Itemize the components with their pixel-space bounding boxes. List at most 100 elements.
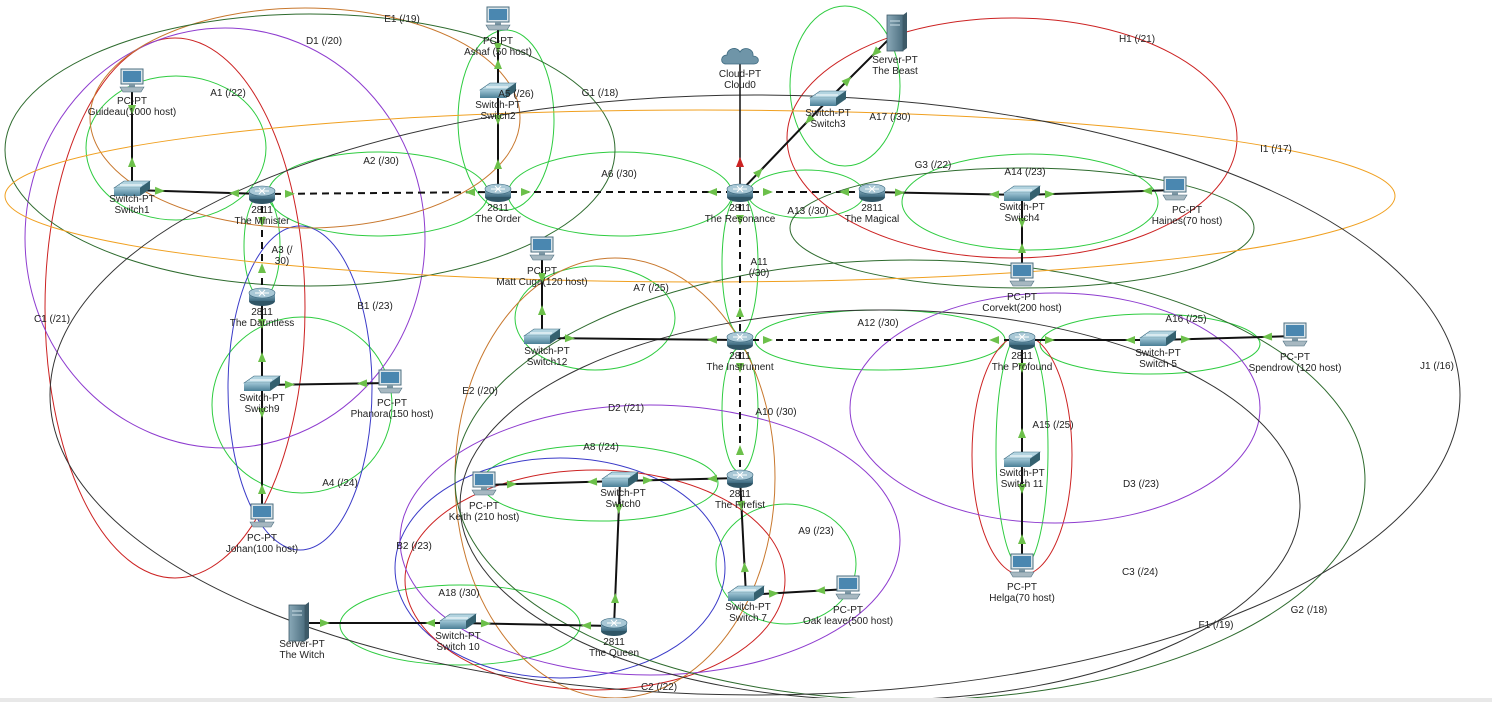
subnet-label-e1: E1 (/19) <box>384 14 420 25</box>
link-status-indicator <box>736 363 744 373</box>
router-icon <box>248 287 276 306</box>
link-firefist-switch7[interactable] <box>739 477 747 596</box>
device-type-label: Switch-PT <box>600 488 646 499</box>
switch-icon <box>523 328 561 344</box>
subnet-label-g3: G3 (/22) <box>915 160 952 171</box>
device-type-label: Switch-PT <box>999 202 1045 213</box>
link-status-indicator <box>839 188 849 196</box>
link-minister-order[interactable] <box>261 191 499 195</box>
device-type-label: Server-PT <box>279 639 325 650</box>
link-status-indicator <box>425 619 435 627</box>
link-status-indicator <box>538 305 546 315</box>
router-icon <box>600 617 628 636</box>
device-type-label: 2811 <box>251 205 273 216</box>
router-icon <box>1008 331 1036 350</box>
link-switch3-resonance[interactable] <box>739 99 829 193</box>
device-type-label: 2811 <box>603 637 625 648</box>
device-name-label: Switch 7 <box>729 613 767 624</box>
link-status-indicator <box>871 46 882 57</box>
pc-icon <box>1282 322 1308 347</box>
links <box>128 20 1296 630</box>
device-name-label: The Witch <box>279 650 324 661</box>
link-switch9-phanora[interactable] <box>261 382 391 386</box>
subnet-label-b1: B1 (/23) <box>357 301 393 312</box>
switch-icon <box>809 90 847 106</box>
bottom-scrollbar[interactable] <box>0 698 1492 702</box>
link-switch5-spendrow[interactable] <box>1157 335 1296 341</box>
device-name-label: The Resonance <box>705 214 776 225</box>
link-switch12-instrument[interactable] <box>541 337 741 341</box>
device-type-label: PC-PT <box>247 533 277 544</box>
link-status-indicator <box>763 336 773 344</box>
device-type-label: 2811 <box>729 203 751 214</box>
switch-icon <box>1139 330 1177 346</box>
server-icon <box>288 602 309 642</box>
device-name-label: Switch3 <box>810 119 845 130</box>
link-switch0-firefist[interactable] <box>619 477 741 482</box>
link-switch1-minister[interactable] <box>131 189 263 195</box>
subnet-label-a8: A8 (/24) <box>583 442 619 453</box>
subnet-label-a5: A5 (/26) <box>498 89 534 100</box>
link-status-indicator <box>494 43 502 53</box>
server-icon <box>886 12 907 52</box>
link-magical-switch4[interactable] <box>871 191 1023 196</box>
link-keith-switch0[interactable] <box>483 480 621 486</box>
link-status-indicator <box>740 562 749 573</box>
device-type-label: 2811 <box>729 489 751 500</box>
subnet-label-a7: A7 (/25) <box>633 283 669 294</box>
subnet-label-a12: A12 (/30) <box>857 318 898 329</box>
subnet-zones <box>4 5 1461 701</box>
pc-icon <box>835 575 861 600</box>
zone-B1 <box>227 225 373 551</box>
link-status-indicator <box>736 215 744 225</box>
link-beast-switch3[interactable] <box>827 32 896 101</box>
subnet-label-a2: A2 (/30) <box>363 156 399 167</box>
device-type-label: PC-PT <box>1007 582 1037 593</box>
device-type-label: PC-PT <box>833 605 863 616</box>
device-name-label: Corvekt(200 host) <box>982 303 1061 314</box>
subnet-label-c3: C3 (/24) <box>1122 567 1158 578</box>
device-name-label: Haines(70 host) <box>1152 216 1223 227</box>
device-name-label: Switch9 <box>244 404 279 415</box>
device-name-label: Ashaf (50 host) <box>464 47 532 58</box>
link-status-indicator <box>763 188 773 196</box>
subnet-label-g1: G1 (/18) <box>582 88 619 99</box>
subnet-label-c2: C2 (/22) <box>641 682 677 693</box>
device-type-label: Switch-PT <box>725 602 771 613</box>
